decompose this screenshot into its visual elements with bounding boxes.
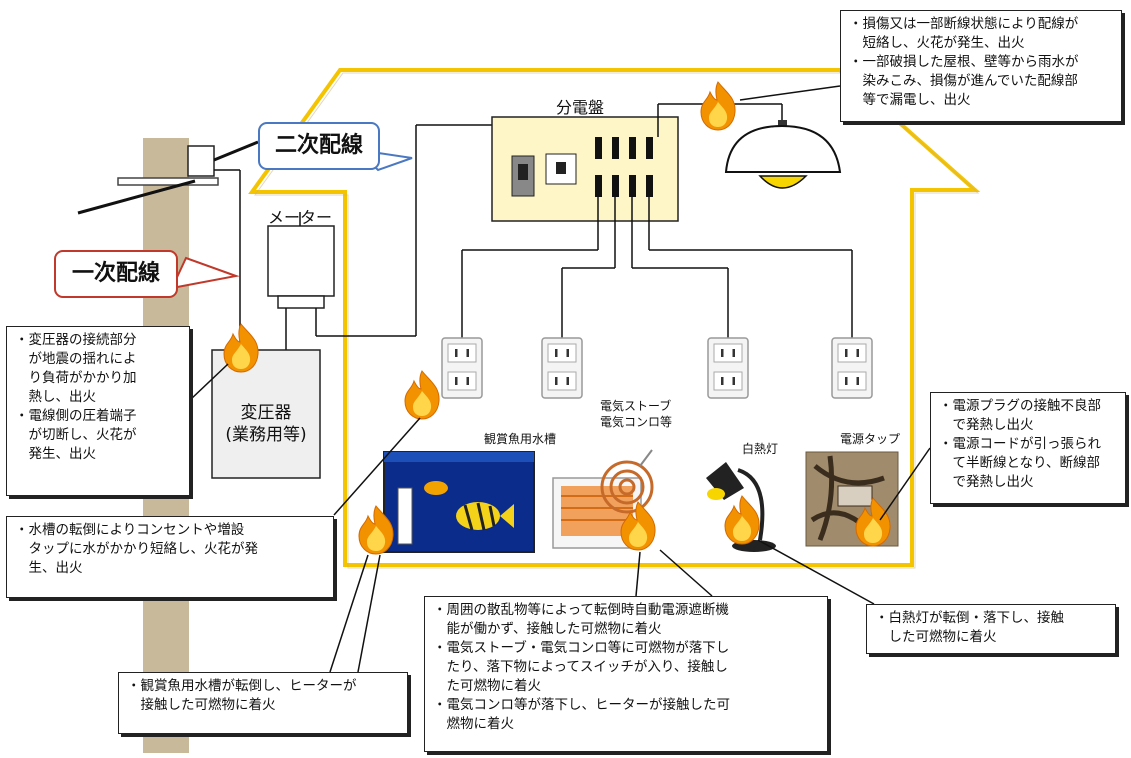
note-power-strip: ・電源プラグの接触不良部 で発熱し出火・電源コードが引っ張られ て半断線となり、… xyxy=(930,392,1126,504)
note-line: で発熱し出火 xyxy=(939,474,1034,490)
primary-wiring-callout: 一次配線 xyxy=(54,250,178,298)
house-outline xyxy=(248,68,981,567)
note-line: ・水槽の転倒によりコンセントや増設 xyxy=(15,522,245,538)
note-line: ・電気ストーブ・電気コンロ等に可燃物が落下し xyxy=(433,640,730,656)
breaker-icon xyxy=(511,137,653,197)
note-line: 熱し、出火 xyxy=(15,389,96,405)
note-line: が地震の揺れによ xyxy=(15,351,137,367)
note-line: 等で漏電し、出火 xyxy=(849,92,971,108)
aquarium-label: 観賞魚用水槽 xyxy=(484,432,557,446)
note-line: ・観賞魚用水槽が転倒し、ヒーターが xyxy=(127,678,357,694)
flame-icon xyxy=(700,81,736,131)
note-line: した可燃物に着火 xyxy=(875,629,997,645)
note-line: ・電気コンロ等が落下し、ヒーターが接触した可 xyxy=(433,697,730,713)
note-line: 染みこみ、損傷が進んでいた配線部 xyxy=(849,73,1078,89)
note-tank-tip: ・水槽の転倒によりコンセントや増設 タップに水がかかり短絡し、火花が発 生、出火 xyxy=(6,516,334,598)
note-line: ・電源コードが引っ張られ xyxy=(939,436,1101,452)
note-line: ・白熱灯が転倒・落下し、接触 xyxy=(875,610,1064,626)
meter-label: メーター xyxy=(268,208,333,227)
flame-icon xyxy=(724,495,760,545)
note-line: が切断し、火花が xyxy=(15,427,137,443)
panel-label: 分電盤 xyxy=(556,98,605,117)
transformer xyxy=(211,349,321,479)
note-line: て半断線となり、断線部 xyxy=(939,455,1101,471)
note-line: 発生、出火 xyxy=(15,446,96,462)
secondary-wiring-callout: 二次配線 xyxy=(258,122,380,170)
stove-label-line1: 電気ストーブ xyxy=(600,399,672,413)
note-stove: ・周囲の散乱物等によって転倒時自動電源遮断機 能が働かず、接触した可燃物に着火・… xyxy=(424,596,828,752)
note-line: ・電源プラグの接触不良部 xyxy=(939,398,1101,414)
meter xyxy=(267,225,335,297)
note-line: 生、出火 xyxy=(15,560,83,576)
outlet-icon xyxy=(831,337,873,399)
stove-label-line2: 電気コンロ等 xyxy=(600,415,673,429)
distribution-panel xyxy=(491,116,679,222)
note-line: たり、落下物によってスイッチが入り、接触し xyxy=(433,659,728,675)
note-line: タップに水がかかり短絡し、火花が発 xyxy=(15,541,258,557)
flame-icon xyxy=(223,323,259,373)
note-line: 短絡し、火花が発生、出火 xyxy=(849,35,1025,51)
note-line: で発熱し出火 xyxy=(939,417,1034,433)
note-line: た可燃物に着火 xyxy=(433,678,541,694)
outlet-icon xyxy=(441,337,483,399)
fish-tank-icon xyxy=(383,451,535,553)
ceiling-lamp-icon xyxy=(724,120,842,189)
note-wiring-damage: ・損傷又は一部断線状態により配線が 短絡し、火花が発生、出火・一部破損した屋根、… xyxy=(840,10,1122,122)
note-line: ・周囲の散乱物等によって転倒時自動電源遮断機 xyxy=(433,602,729,618)
flame-icon xyxy=(404,370,440,420)
note-transformer: ・変圧器の接続部分 が地震の揺れによ り負荷がかかり加 熱し、出火・電線側の圧着… xyxy=(6,326,190,496)
note-line: 接触した可燃物に着火 xyxy=(127,697,276,713)
lamp-label: 白熱灯 xyxy=(742,442,779,456)
heater-icon xyxy=(552,449,654,549)
note-line: ・電線側の圧着端子 xyxy=(15,408,137,424)
note-line: ・一部破損した屋根、壁等から雨水が xyxy=(849,54,1079,70)
transformer-label: 変圧器 (業務用等) xyxy=(212,402,320,446)
note-line: り負荷がかかり加 xyxy=(15,370,137,386)
stove-label: 電気ストーブ 電気コンロ等 xyxy=(600,398,672,430)
note-line: ・変圧器の接続部分 xyxy=(15,332,137,348)
power-strip-label: 電源タップ xyxy=(840,432,901,446)
outlet-icon xyxy=(707,337,749,399)
note-lamp: ・白熱灯が転倒・落下し、接触 した可燃物に着火 xyxy=(866,604,1116,654)
note-aquarium-fall: ・観賞魚用水槽が転倒し、ヒーターが 接触した可燃物に着火 xyxy=(118,672,408,734)
transformer-label-line1: 変圧器 xyxy=(240,403,292,423)
note-line: 燃物に着火 xyxy=(433,716,514,732)
outlet-icon xyxy=(541,337,583,399)
transformer-label-line2: (業務用等) xyxy=(225,425,307,445)
note-line: ・損傷又は一部断線状態により配線が xyxy=(849,16,1079,32)
note-line: 能が働かず、接触した可燃物に着火 xyxy=(433,621,662,637)
